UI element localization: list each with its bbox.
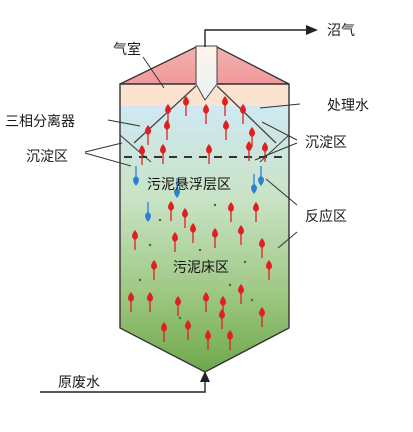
settling-particle-head: [133, 176, 139, 186]
rising-particle-head: [203, 292, 209, 302]
rising-particle-head: [165, 104, 171, 114]
reactor-water-body: [120, 106, 289, 372]
rising-particle-head: [238, 284, 244, 294]
leader-treated-water: [259, 103, 301, 109]
rising-particle-head: [212, 228, 218, 238]
rising-particle-head: [246, 141, 252, 151]
reactor-outline: [119, 83, 290, 373]
rising-particle-head: [132, 230, 138, 240]
leader-gas-chamber: [142, 56, 165, 89]
rising-particle-head: [151, 260, 157, 270]
separator-hood: [195, 45, 218, 101]
rising-particle-head: [262, 142, 268, 152]
rising-particle-head: [227, 330, 233, 340]
leader-reaction-zone-a: [265, 178, 298, 206]
rising-particle-head: [259, 307, 265, 317]
rising-particle-head: [220, 296, 226, 306]
settling-particle-head: [258, 176, 264, 186]
label-reaction-zone: 反应区: [305, 208, 347, 225]
rising-particle-head: [190, 223, 196, 233]
rising-particle-head: [249, 127, 255, 137]
settling-particle-head: [251, 184, 257, 194]
separator-plate-left: [133, 85, 197, 144]
sludge-dot: [158, 218, 162, 222]
rising-particle-head: [147, 292, 153, 302]
settling-particle-head: [145, 212, 151, 222]
leader-separator: [107, 119, 141, 127]
label-treated-water: 处理水: [327, 98, 369, 114]
leader-reaction-zone-b: [277, 231, 298, 249]
rising-particle-head: [139, 145, 145, 155]
rising-particle-head: [228, 202, 234, 212]
label-biogas: 沼气: [327, 23, 355, 39]
leader-settling-left-b: [84, 152, 132, 167]
biogas-pipe: [204, 29, 308, 47]
rising-particle-head: [240, 104, 246, 114]
rising-particle-head: [223, 120, 229, 130]
rising-particle-head: [145, 125, 151, 135]
rising-particle-head: [128, 292, 134, 302]
label-three-phase-separator: 三相分离器: [5, 113, 75, 130]
rising-particle-head: [238, 225, 244, 235]
leader-settling-right-a: [261, 121, 298, 141]
leader-settling-right-b: [254, 142, 298, 161]
label-sludge-suspended-layer: 污泥悬浮层区: [147, 177, 231, 193]
leader-settling-left-a: [84, 142, 123, 153]
label-gas-chamber: 气室: [113, 41, 141, 58]
sludge-dot: [213, 203, 217, 207]
rising-particle-head: [182, 208, 188, 218]
sludge-dot: [148, 243, 152, 247]
rising-particle-head: [161, 322, 167, 332]
label-raw-wastewater: 原废水: [58, 375, 100, 391]
rising-particle-head: [259, 238, 265, 248]
rising-particle-head: [266, 260, 272, 270]
rising-particle-head: [206, 144, 212, 154]
rising-particle-head: [222, 96, 228, 106]
rising-particle-head: [203, 104, 209, 114]
separator-plate-right: [216, 85, 277, 144]
sludge-dot: [138, 278, 142, 282]
inlet-pipe: [40, 380, 206, 393]
rising-particle-head: [205, 330, 211, 340]
label-settling-zone-left: 沉淀区: [26, 149, 68, 165]
rising-particle-head: [172, 232, 178, 242]
sludge-dot: [243, 260, 247, 264]
inlet-arrowhead: [200, 371, 210, 382]
label-settling-zone-right: 沉淀区: [305, 135, 347, 151]
biogas-arrowhead: [306, 25, 318, 35]
sludge-dot: [178, 316, 182, 320]
rising-particle-head: [168, 201, 174, 211]
rising-particle-head: [219, 309, 225, 319]
settling-particle-head: [174, 188, 180, 198]
sludge-dot: [198, 248, 202, 252]
rising-particle-head: [185, 320, 191, 330]
sludge-dot: [250, 298, 254, 302]
rising-particle-head: [164, 120, 170, 130]
rising-particle-head: [183, 96, 189, 106]
sludge-dot: [228, 283, 232, 287]
rising-particle-head: [253, 202, 259, 212]
rising-particle-head: [160, 144, 166, 154]
label-sludge-bed-zone: 污泥床区: [173, 260, 229, 276]
particles: [128, 96, 272, 350]
rising-particle-head: [175, 296, 181, 306]
